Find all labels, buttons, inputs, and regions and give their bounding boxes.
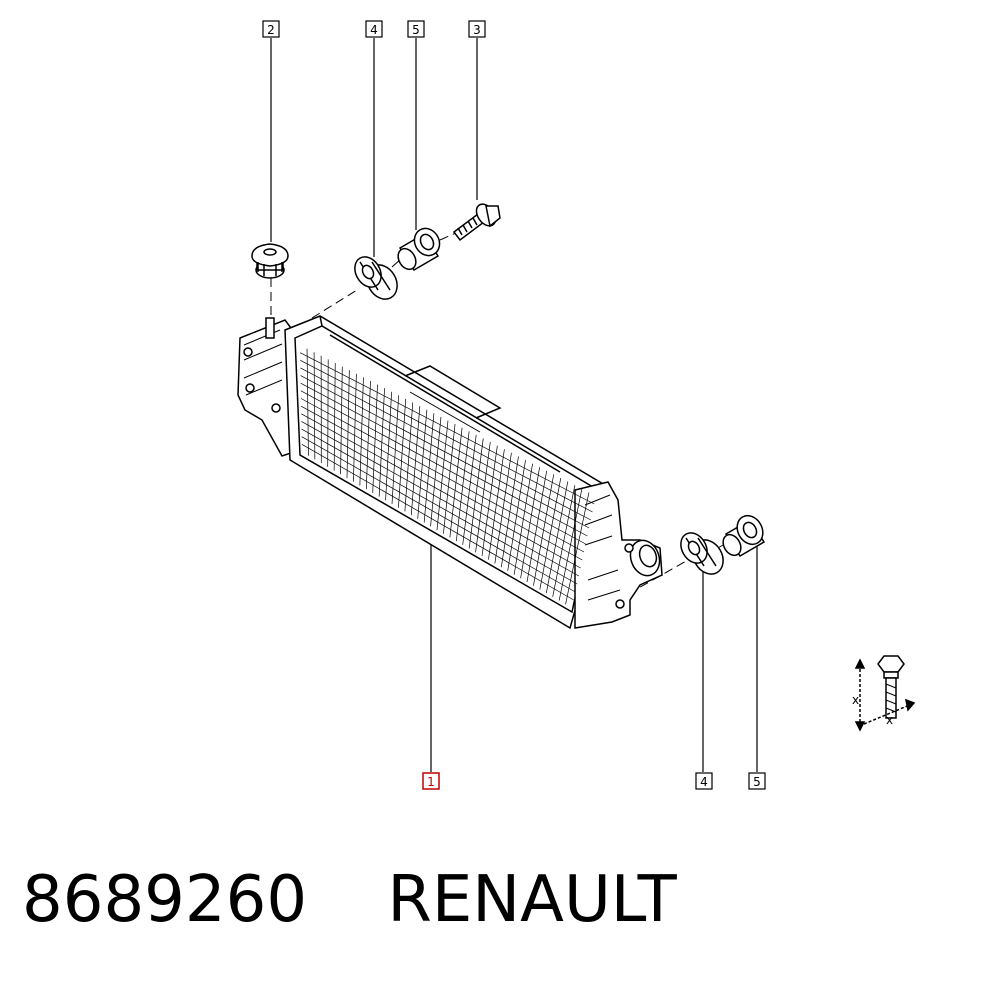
core-fin-horizontal <box>301 413 581 569</box>
core-fin-horizontal <box>300 398 585 553</box>
grommet-part-2 <box>251 243 289 279</box>
left-tank <box>237 319 301 457</box>
core-fin-horizontal <box>300 390 586 545</box>
torque-label-vertical: x <box>852 693 859 707</box>
sleeve-part-5-bottom <box>722 514 766 558</box>
callout-4-bottom: 4 <box>695 772 713 790</box>
bushing-part-4-top <box>354 256 398 300</box>
svg-text:5: 5 <box>753 775 761 789</box>
callout-5-bottom: 5 <box>748 772 766 790</box>
leader-lines <box>270 38 758 772</box>
callout-5-top: 5 <box>407 20 425 38</box>
bushing-part-4-bottom <box>680 532 724 575</box>
core-fin-horizontal <box>300 382 588 537</box>
svg-text:5: 5 <box>412 23 420 37</box>
callout-3: 3 <box>468 20 486 38</box>
core-fin-grid <box>299 348 595 605</box>
sleeve-part-5-top <box>397 227 441 272</box>
core-fin-horizontal <box>301 428 578 585</box>
svg-text:4: 4 <box>700 775 708 789</box>
callout-1-highlighted: 1 <box>422 772 440 790</box>
core-fin-horizontal <box>300 405 583 561</box>
core-fin-horizontal <box>300 359 593 513</box>
core-fin-horizontal <box>299 352 595 505</box>
callout-2: 2 <box>262 20 280 38</box>
right-tank <box>574 481 663 629</box>
torque-bolt-head <box>877 655 905 673</box>
torque-symbol: x x <box>852 655 916 732</box>
svg-text:1: 1 <box>427 775 435 789</box>
brand-name: RENAULT <box>387 863 677 937</box>
svg-text:4: 4 <box>370 23 378 37</box>
svg-text:3: 3 <box>473 23 481 37</box>
core-fin-horizontal <box>301 444 574 601</box>
svg-text:2: 2 <box>267 23 275 37</box>
part-caption: 8689260 RENAULT <box>22 860 677 950</box>
core-fin-horizontal <box>301 436 576 593</box>
callout-4-top: 4 <box>365 20 383 38</box>
core-fin-horizontal <box>300 375 590 529</box>
torque-label-horizontal: x <box>886 713 893 727</box>
part-number: 8689260 <box>22 863 308 937</box>
bolt-part-3 <box>452 203 501 242</box>
core-fin-horizontal <box>300 367 592 521</box>
core-fin-horizontal <box>301 421 580 577</box>
